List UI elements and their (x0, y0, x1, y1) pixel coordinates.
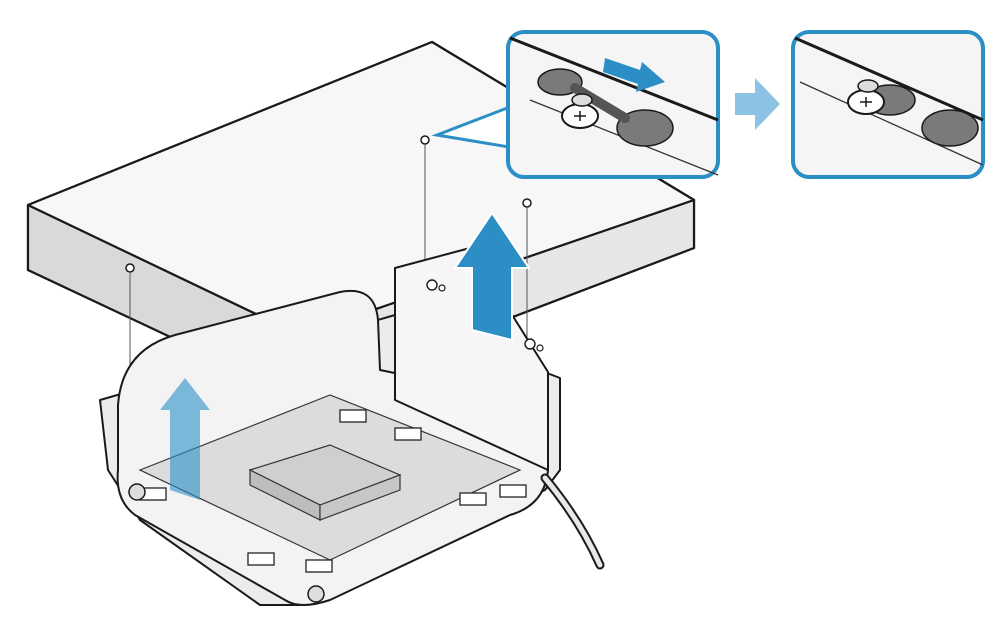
keyhole-slot-icon (537, 68, 674, 147)
callout-step-1 (431, 30, 720, 179)
callout-frame (506, 30, 720, 179)
up-arrow-icon (453, 211, 531, 342)
right-arrow-icon (603, 58, 665, 92)
up-arrow-icon (160, 378, 210, 500)
right-arrow-icon (735, 78, 780, 130)
screw-icon (420, 135, 430, 270)
mounting-bracket (99, 247, 605, 606)
screw-icon (847, 79, 885, 115)
bracket-tabs (139, 409, 527, 573)
screw-icon (561, 93, 599, 129)
keyhole-slot-icon (524, 338, 544, 352)
callout-step-2 (791, 30, 985, 179)
keyhole-slot-icon (426, 279, 446, 292)
screw-icon (522, 198, 532, 340)
bracket-back-panel (394, 247, 549, 471)
